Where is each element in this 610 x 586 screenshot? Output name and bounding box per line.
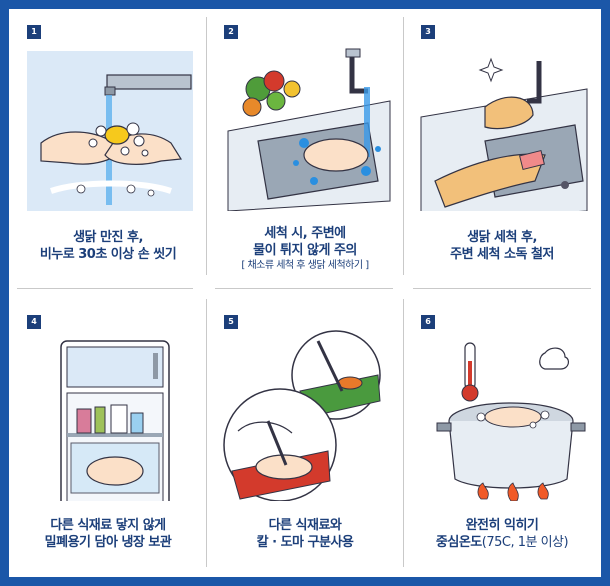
refrigerator-illustration: [60, 340, 170, 501]
caption-note: [ 채소류 세척 후 생닭 세척하기 ]: [241, 260, 369, 271]
handwashing-illustration: [27, 51, 193, 211]
sink-disinfecting-illustration: [420, 57, 588, 211]
step-5-card: 5 다른 식재료와 칼 · 도마 구분사용: [212, 303, 398, 575]
caption-line: 주변 세척 소독 철저: [450, 247, 554, 262]
caption-line: 물이 튀지 않게 주의: [253, 243, 357, 258]
step-number-badge: 5: [224, 315, 238, 329]
step-2-card: 2 세척 시, 주변에 물이 튀지 않게 주의 [ 채소류 세척 후 생닭 세척…: [212, 13, 398, 285]
divider: [215, 288, 393, 289]
step-number-badge: 2: [224, 25, 238, 39]
step-6-card: 6 완전히 익히기 중심온도(75C, 1분 이상): [409, 303, 595, 575]
caption-line: 세척 시, 주변에: [264, 226, 346, 241]
steps-grid: 1 생닭 만진 후, 비누로 30초 이상 손 씻기 2: [9, 9, 601, 577]
step-4-caption: 다른 식재료 닿지 않게 밀폐용기 담아 냉장 보관: [15, 517, 201, 551]
caption-line: 중심온도(75C, 1분 이상): [409, 534, 595, 551]
caption-line: 생닭 세척 후,: [467, 230, 537, 245]
step-number-badge: 3: [421, 25, 435, 39]
step-number-badge: 4: [27, 315, 41, 329]
divider: [403, 17, 404, 275]
divider: [17, 288, 193, 289]
caption-bold: 중심온도: [435, 535, 482, 550]
step-1-card: 1 생닭 만진 후, 비누로 30초 이상 손 씻기: [15, 13, 201, 285]
cooking-pot-illustration: [436, 342, 586, 501]
step-number-badge: 1: [27, 25, 41, 39]
caption-line: 비누로 30초 이상 손 씻기: [39, 247, 177, 262]
separate-cutting-boards-illustration: [223, 330, 381, 501]
step-2-caption: 세척 시, 주변에 물이 튀지 않게 주의 [ 채소류 세척 후 생닭 세척하기…: [212, 225, 398, 273]
step-4-card: 4 다른 식재료 닿지 않게 밀폐용기 담아 냉장 보관: [15, 303, 201, 575]
caption-line: 다른 식재료와: [268, 518, 342, 533]
caption-line: 칼 · 도마 구분사용: [256, 535, 354, 550]
divider: [206, 17, 207, 275]
divider: [413, 288, 591, 289]
caption-line: 다른 식재료 닿지 않게: [50, 518, 166, 533]
washing-chicken-illustration: [227, 48, 391, 211]
caption-normal: (75C, 1분 이상): [481, 535, 569, 550]
divider: [403, 299, 404, 567]
step-5-caption: 다른 식재료와 칼 · 도마 구분사용: [212, 517, 398, 551]
step-number-badge: 6: [421, 315, 435, 329]
step-1-caption: 생닭 만진 후, 비누로 30초 이상 손 씻기: [15, 229, 201, 263]
step-6-caption: 완전히 익히기 중심온도(75C, 1분 이상): [409, 517, 595, 551]
step-3-card: 3 생닭 세척 후, 주변 세척 소독 철저: [409, 13, 595, 285]
step-3-caption: 생닭 세척 후, 주변 세척 소독 철저: [409, 229, 595, 263]
caption-line: 생닭 만진 후,: [73, 230, 143, 245]
divider: [206, 299, 207, 567]
caption-line: 밀폐용기 담아 냉장 보관: [44, 535, 172, 550]
caption-line: 완전히 익히기: [465, 518, 539, 533]
